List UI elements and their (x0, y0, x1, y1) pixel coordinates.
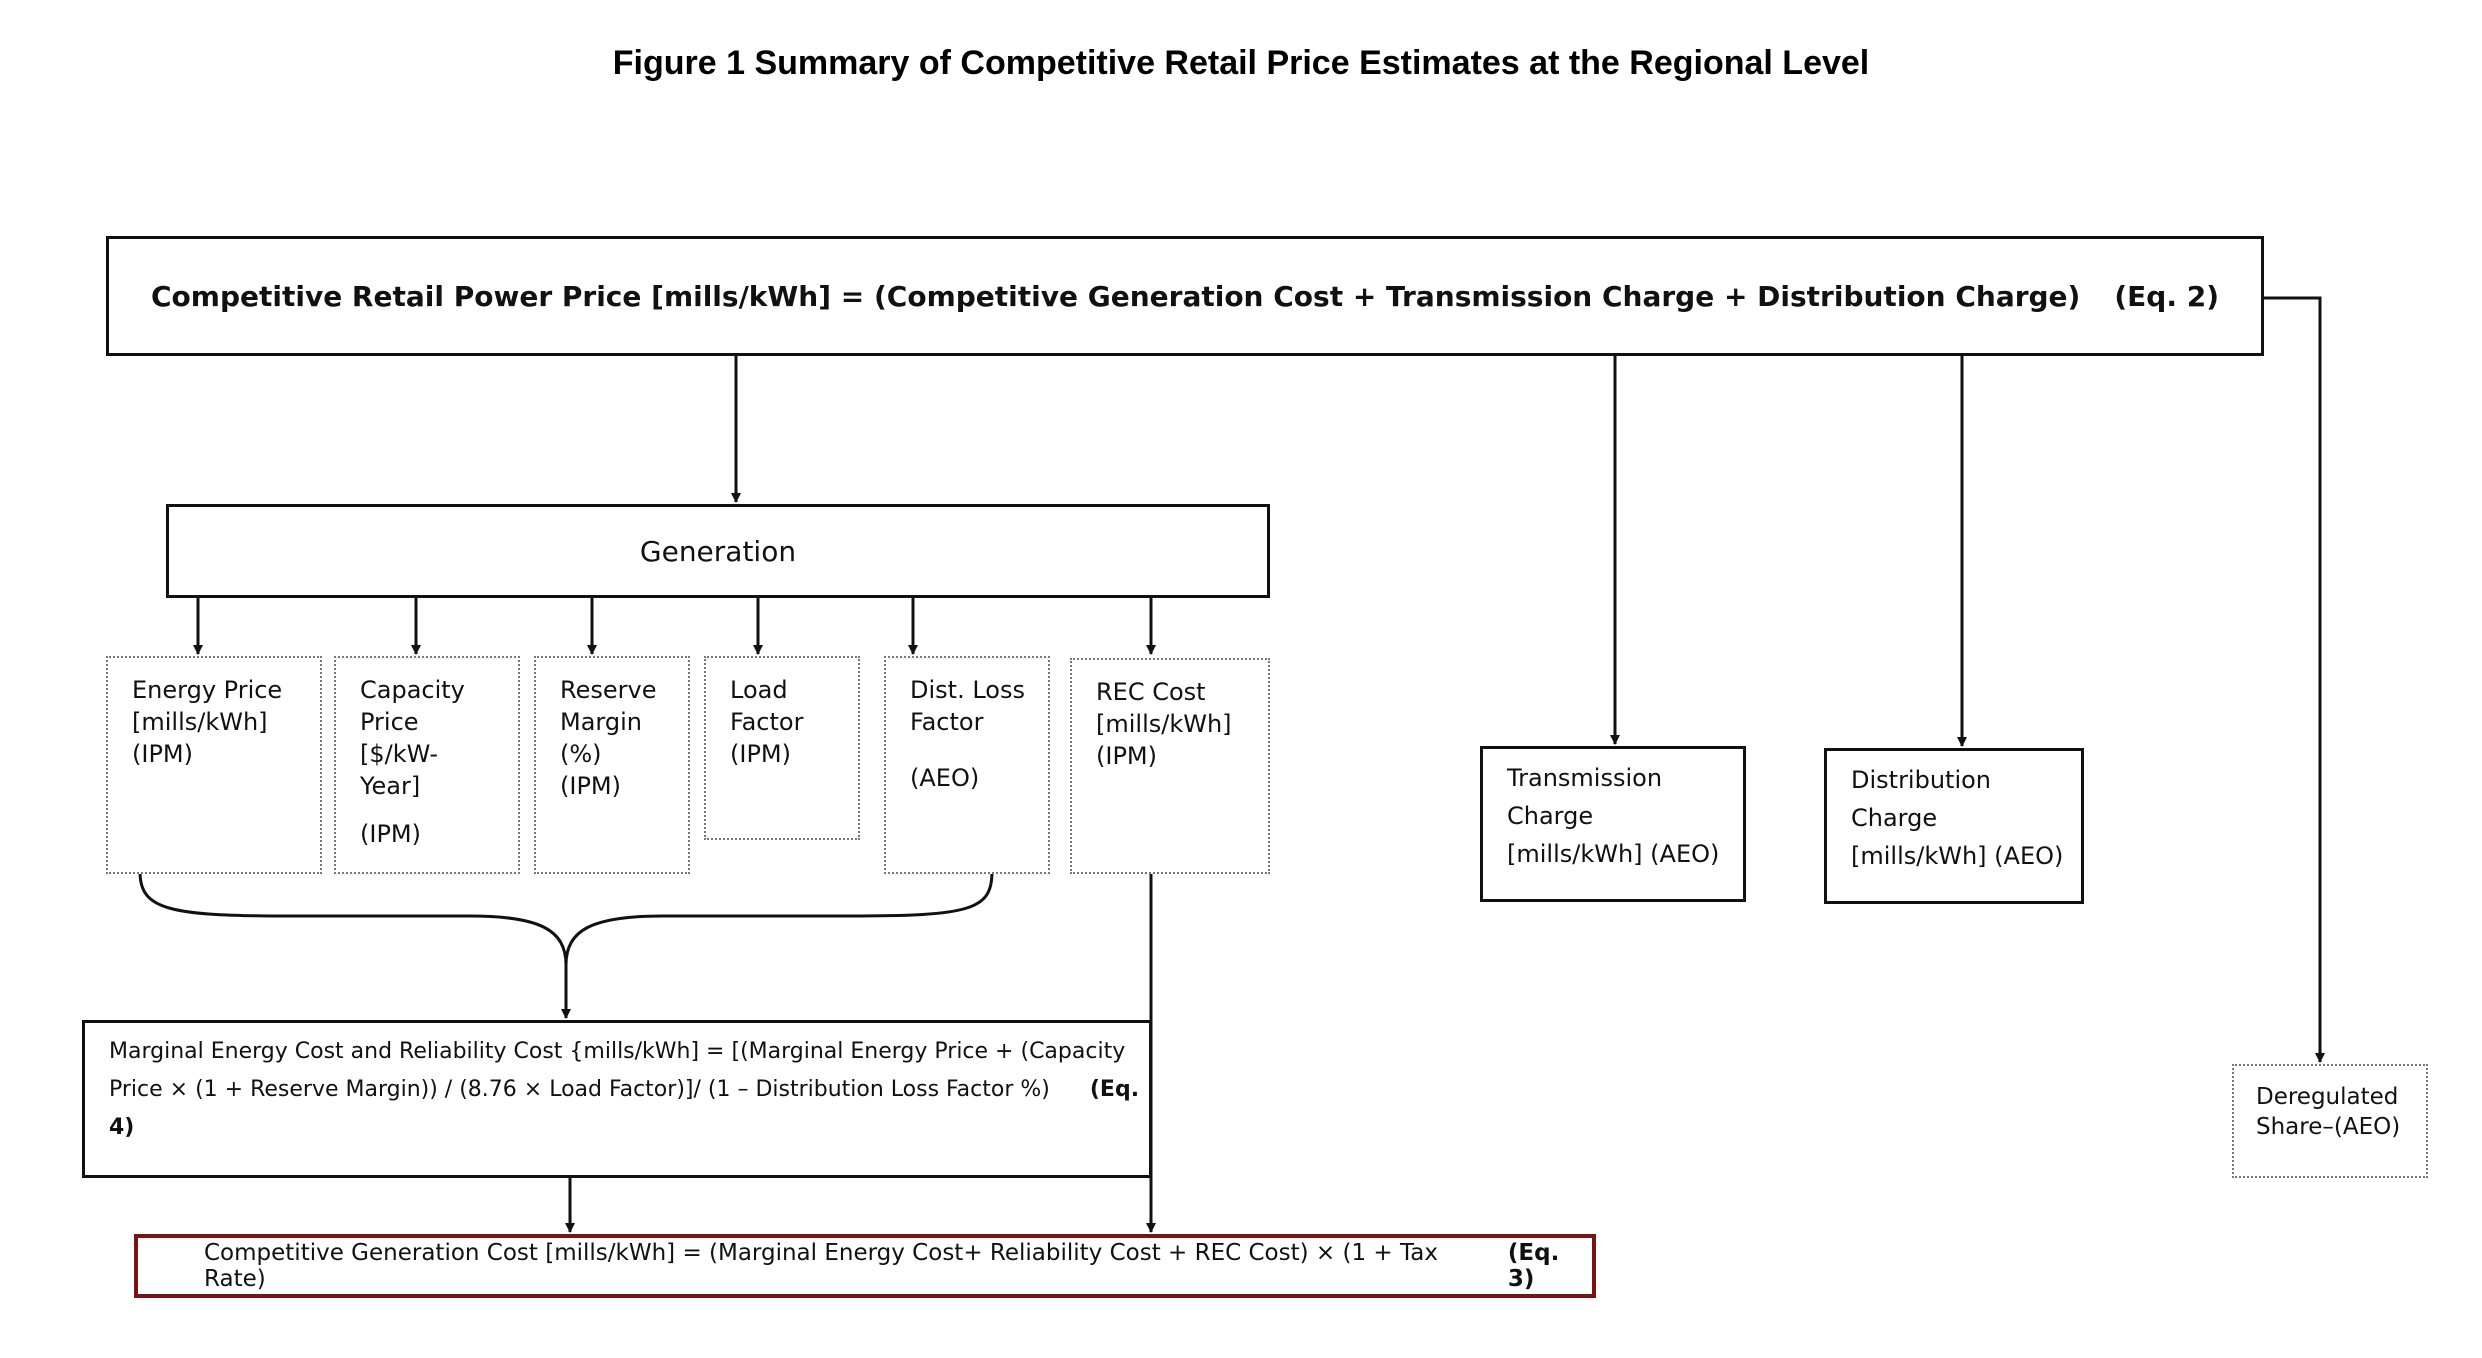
generation-box: Generation (166, 504, 1270, 598)
competitive-retail-price-box: Competitive Retail Power Price [mills/kW… (106, 236, 2264, 356)
figure-title: Figure 1 Summary of Competitive Retail P… (612, 44, 1870, 82)
generation-label: Generation (639, 534, 797, 568)
eq4-line2: Price × (1 + Reserve Margin)) / (8.76 × … (109, 1077, 1050, 1102)
distribution-charge-box: Distribution Charge [mills/kWh] (AEO) (1824, 748, 2084, 904)
rec-cost-line: REC Cost (1096, 678, 1206, 706)
distribution-line: Distribution (1851, 766, 1992, 794)
arrow-main-to-deregulated (2262, 296, 2325, 1063)
transmission-line: Charge (1507, 802, 1594, 830)
deregulated-line: Share–(AEO) (2256, 1114, 2401, 1140)
energy-price-box: Energy Price [mills/kWh] (IPM) (106, 656, 322, 874)
energy-price-line: Energy Price (132, 676, 283, 704)
capacity-price-line: (IPM) (360, 820, 421, 848)
load-factor-line: Factor (730, 708, 804, 736)
distribution-line: Charge (1851, 804, 1938, 832)
reserve-margin-line: (%) (560, 740, 602, 768)
load-factor-line: Load (730, 676, 788, 704)
load-factor-box: Load Factor (IPM) (704, 656, 860, 840)
transmission-line: Transmission (1507, 764, 1663, 792)
capacity-price-line: Price (360, 708, 419, 736)
main-equation-label: (Eq. 2) (2114, 279, 2219, 313)
dist-loss-line: Dist. Loss (910, 676, 1025, 704)
rec-cost-line: (IPM) (1096, 742, 1157, 770)
eq3-label: (Eq. 3) (1507, 1240, 1560, 1292)
competitive-generation-cost-box: Competitive Generation Cost [mills/kWh] … (134, 1234, 1596, 1298)
eq4-line1: Marginal Energy Cost and Reliability Cos… (109, 1039, 1126, 1064)
reserve-margin-line: Margin (560, 708, 642, 736)
main-equation-text: Competitive Retail Power Price [mills/kW… (150, 279, 2081, 313)
eq3-text: Competitive Generation Cost [mills/kWh] … (204, 1240, 1438, 1292)
energy-price-line: (IPM) (132, 740, 193, 768)
rec-cost-box: REC Cost [mills/kWh] (IPM) (1070, 658, 1270, 874)
dist-loss-line: (AEO) (910, 764, 980, 792)
transmission-charge-box: Transmission Charge [mills/kWh] (AEO) (1480, 746, 1746, 902)
capacity-price-line: Capacity (360, 676, 465, 704)
load-factor-line: (IPM) (730, 740, 791, 768)
reserve-margin-line: (IPM) (560, 772, 621, 800)
capacity-price-line: [$/kW- (360, 740, 439, 768)
marginal-energy-cost-box: Marginal Energy Cost and Reliability Cos… (82, 1020, 1152, 1178)
reserve-margin-line: Reserve (560, 676, 657, 704)
dist-loss-line (910, 738, 1034, 762)
curly-brace (138, 871, 994, 966)
eq4-label-b: 4) (109, 1115, 135, 1140)
rec-cost-line: [mills/kWh] (1096, 710, 1232, 738)
capacity-price-line (360, 802, 504, 818)
eq4-label-a: (Eq. (1089, 1077, 1140, 1102)
capacity-price-line: Year] (360, 772, 421, 800)
energy-price-line: [mills/kWh] (132, 708, 268, 736)
deregulated-share-box: Deregulated Share–(AEO) (2232, 1064, 2428, 1178)
transmission-line: [mills/kWh] (AEO) (1507, 840, 1720, 868)
distribution-line: [mills/kWh] (AEO) (1851, 842, 2064, 870)
dist-loss-factor-box: Dist. Loss Factor (AEO) (884, 656, 1050, 874)
reserve-margin-box: Reserve Margin (%) (IPM) (534, 656, 690, 874)
dist-loss-line: Factor (910, 708, 984, 736)
deregulated-line: Deregulated (2256, 1084, 2399, 1110)
capacity-price-box: Capacity Price [$/kW- Year] (IPM) (334, 656, 520, 874)
